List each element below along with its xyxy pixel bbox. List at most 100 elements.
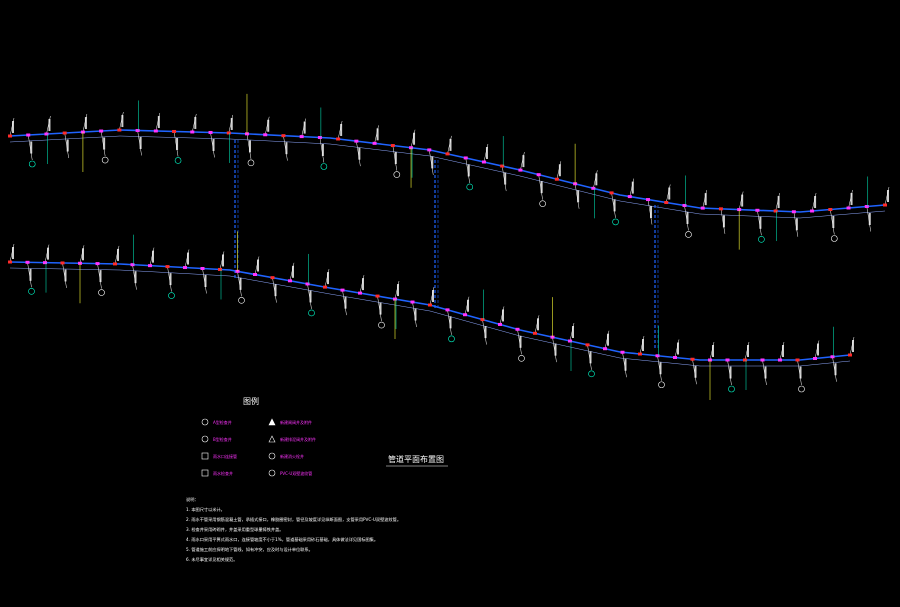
lower-road-label-mark [729, 366, 732, 379]
upper-road-manhole-marker [390, 144, 395, 148]
lower-road-manhole-marker [533, 331, 537, 335]
upper-road-label-mark [741, 194, 744, 207]
upper-road-manhole-marker [700, 206, 705, 210]
legend-title: 图例 [243, 396, 259, 406]
lower-road-manhole-marker [200, 267, 205, 270]
lower-road-label-mark [64, 269, 67, 282]
upper-road-manhole-marker [591, 186, 596, 190]
upper-road-label-mark [650, 206, 653, 219]
lower-road-label-mark [624, 358, 627, 371]
upper-road-label-mark [485, 146, 488, 159]
upper-road-manhole-marker [135, 128, 140, 132]
lower-road-label-mark [152, 250, 154, 263]
lower-road-manhole-marker [515, 327, 520, 331]
lower-road-label-mark [362, 278, 364, 291]
lower-road-manhole-marker [130, 263, 135, 267]
upper-road-well-symbol [247, 159, 255, 167]
lower-road-label-mark [817, 343, 819, 356]
legend-item: 雨水检查井 [201, 469, 233, 477]
upper-road-well-symbol [539, 200, 546, 207]
upper-road-well-symbol [758, 235, 765, 243]
legend-item-label: 新建排泥阀井及附件 [280, 436, 316, 442]
lower-road-label-mark [432, 290, 434, 302]
upper-road-well-symbol [831, 235, 838, 242]
upper-road-well-symbol [612, 218, 619, 226]
legend-item: 新建消火栓井 [268, 452, 304, 460]
upper-road-label-mark [48, 119, 51, 132]
upper-road-label-mark [66, 139, 69, 152]
upper-road-label-mark [504, 172, 507, 185]
lower-road-label-mark [117, 248, 119, 261]
lower-road-manhole-marker [655, 354, 660, 358]
lower-road-manhole-marker [480, 318, 485, 322]
lower-road-label-mark [187, 252, 189, 265]
upper-road-manhole-marker [646, 198, 651, 202]
upper-road-manhole-marker [372, 141, 377, 145]
upper-road-manhole-marker [99, 129, 104, 133]
lower-road-label-mark [397, 284, 399, 297]
plan-title: 管道平面布置图 [388, 454, 444, 464]
lower-road-manhole-marker [43, 261, 47, 265]
lower-road-manhole-marker [673, 356, 677, 359]
upper-road-label-mark [139, 136, 142, 149]
upper-road-label-mark [84, 117, 87, 130]
lower-road-manhole-marker [8, 260, 12, 264]
upper-road-label-mark [613, 199, 616, 212]
upper-road-manhole-marker [208, 130, 213, 134]
box-hatch-icon [201, 469, 209, 477]
lower-road-well-symbol [518, 355, 525, 362]
lower-road-well-symbol [448, 335, 455, 343]
upper-road-manhole-marker [810, 209, 815, 213]
lower-road-well-symbol [28, 288, 35, 295]
upper-road-manhole-marker [190, 130, 195, 134]
upper-road-label-mark [121, 115, 124, 128]
upper-road-label-mark [814, 196, 817, 209]
upper-road-manhole-marker [627, 195, 632, 199]
lower-road-label-mark [257, 259, 259, 272]
lower-road-manhole-marker [165, 265, 170, 269]
lower-road-manhole-marker [638, 352, 642, 356]
upper-road-label-mark [577, 190, 580, 203]
station-annotations [8, 93, 890, 400]
upper-road-label-mark [285, 142, 288, 155]
note-line-4: 4. 雨水口采用平箅式雨水口，连接管坡度不小于1%，管道基础采用砂石基础，具体做… [186, 536, 378, 543]
circle-A-icon [201, 418, 209, 426]
upper-road-label-mark [522, 155, 525, 168]
upper-road-label-mark [668, 187, 671, 200]
lower-road-manhole-marker [288, 279, 292, 283]
lower-road-manhole-marker [340, 288, 345, 292]
upper-road-label-mark [704, 193, 707, 206]
lower-road-edge-line [9, 267, 851, 367]
lower-road-manhole-marker [428, 303, 432, 307]
upper-road-label-mark [722, 215, 725, 228]
upper-road-label-mark [194, 116, 197, 129]
upper-road-manhole-marker [8, 134, 12, 138]
upper-road-manhole-marker [153, 129, 158, 133]
lower-road-label-mark [169, 273, 172, 286]
upper-road-manhole-marker [609, 191, 614, 195]
circle-B-icon [201, 435, 209, 443]
legend-item-label: B型检查井 [213, 436, 232, 442]
lower-road-manhole-marker [463, 313, 467, 317]
legend-item: 新建闸阀井及附件 [268, 418, 312, 426]
lower-road-label-mark [484, 326, 487, 339]
upper-road-manhole-marker [117, 128, 122, 132]
lower-road-manhole-marker [795, 358, 800, 362]
upper-road-manhole-marker [500, 164, 505, 168]
upper-road-manhole-marker [172, 129, 177, 133]
legend-item: A型检查井 [201, 418, 232, 426]
lower-road-manhole-marker [585, 343, 590, 347]
lower-road-manhole-marker [358, 291, 362, 295]
legend-item: B型检查井 [201, 435, 232, 443]
upper-road-label-mark [595, 173, 598, 186]
lower-road-label-mark [134, 271, 137, 284]
lower-road-manhole-marker [568, 339, 572, 343]
lower-road-well-symbol [168, 292, 175, 299]
lower-road-main-pipe [9, 261, 851, 361]
lower-road-well-symbol [238, 297, 245, 304]
lower-road-label-mark [589, 351, 592, 364]
upper-road-manhole-marker [62, 131, 67, 135]
upper-road-manhole-marker [883, 203, 887, 207]
